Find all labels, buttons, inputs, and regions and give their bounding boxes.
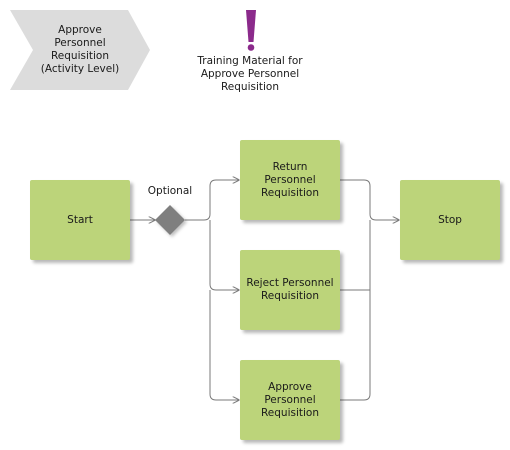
activity-reject-personnel-requisition[interactable]: Reject Personnel Requisition bbox=[240, 250, 340, 330]
process-header-shape bbox=[10, 10, 150, 90]
connector-reject-merge bbox=[340, 220, 371, 291]
training-material-link[interactable]: Training Material for Approve Personnel … bbox=[197, 55, 303, 93]
connector-gateway-reject bbox=[209, 220, 239, 290]
activity-stop[interactable]: Stop bbox=[400, 180, 500, 260]
process-header-label: Approve Personnel Requisition (Activity … bbox=[40, 24, 120, 75]
gateway-label: Optional bbox=[147, 185, 193, 197]
connector-approve-merge bbox=[340, 290, 371, 401]
activity-return-personnel-requisition[interactable]: Return Personnel Requisition bbox=[240, 140, 340, 220]
exclamation-icon bbox=[246, 10, 256, 51]
activity-start[interactable]: Start bbox=[30, 180, 130, 260]
optional-gateway bbox=[155, 205, 185, 235]
activity-approve-personnel-requisition[interactable]: Approve Personnel Requisition bbox=[240, 360, 340, 440]
connector-return-stop bbox=[340, 179, 399, 220]
connector-gateway-approve bbox=[209, 290, 239, 400]
connector-gateway-return bbox=[185, 180, 239, 221]
